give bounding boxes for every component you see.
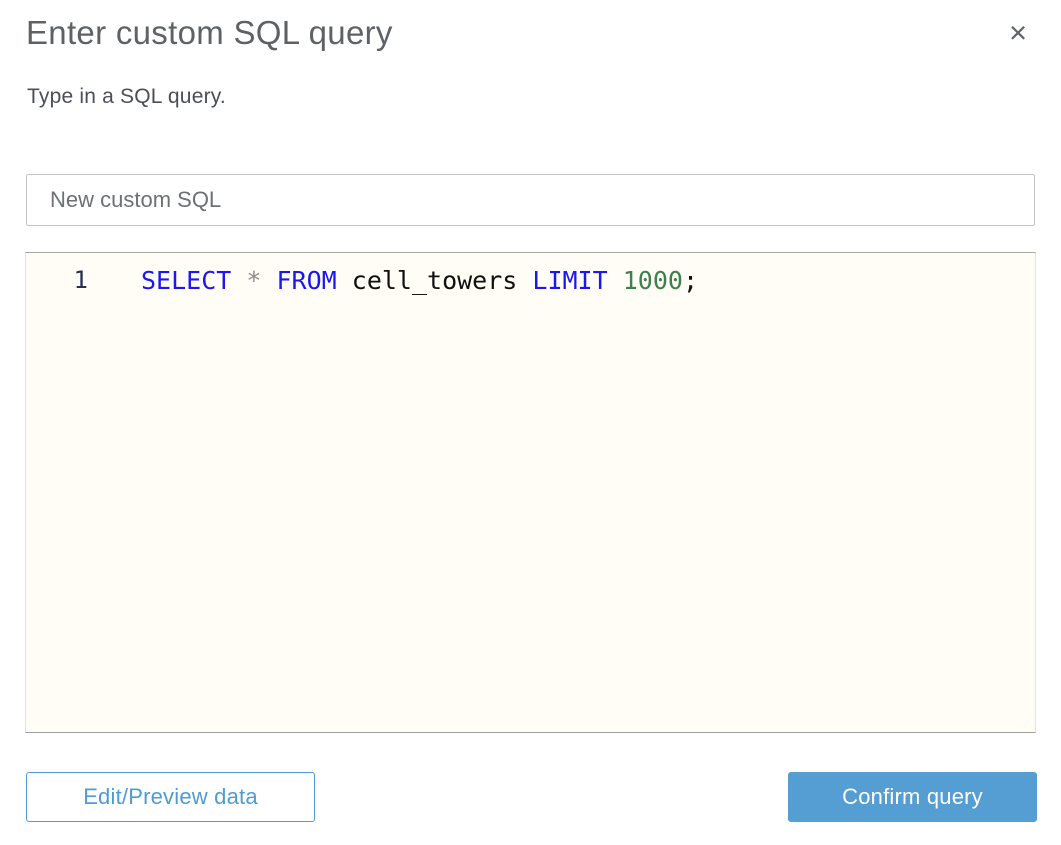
dialog-title: Enter custom SQL query	[26, 14, 393, 51]
code-line: 1 SELECT * FROM cell_towers LIMIT 1000;	[26, 265, 1035, 296]
close-icon: ×	[1008, 15, 1028, 50]
edit-preview-data-button[interactable]: Edit/Preview data	[26, 772, 315, 822]
confirm-query-button[interactable]: Confirm query	[788, 772, 1037, 822]
sql-token-operator: *	[246, 266, 262, 295]
dialog-subtitle: Type in a SQL query.	[27, 85, 226, 108]
editor-lines: 1 SELECT * FROM cell_towers LIMIT 1000;	[26, 265, 1035, 296]
sql-token-number: 1000	[622, 266, 683, 295]
sql-token-plain	[261, 266, 276, 295]
sql-token-plain	[608, 266, 623, 295]
sql-token-keyword: LIMIT	[532, 266, 608, 295]
code-text: SELECT * FROM cell_towers LIMIT 1000;	[141, 265, 698, 296]
line-number: 1	[73, 266, 88, 294]
sql-token-plain	[231, 266, 246, 295]
sql-code-editor[interactable]: 1 SELECT * FROM cell_towers LIMIT 1000;	[25, 252, 1036, 733]
sql-token-keyword: FROM	[276, 266, 337, 295]
sql-token-plain: ;	[682, 266, 698, 295]
close-button[interactable]: ×	[1001, 16, 1035, 50]
sql-token-keyword: SELECT	[141, 266, 232, 295]
sql-name-input[interactable]	[26, 174, 1035, 226]
sql-token-plain: cell_towers	[336, 266, 533, 295]
